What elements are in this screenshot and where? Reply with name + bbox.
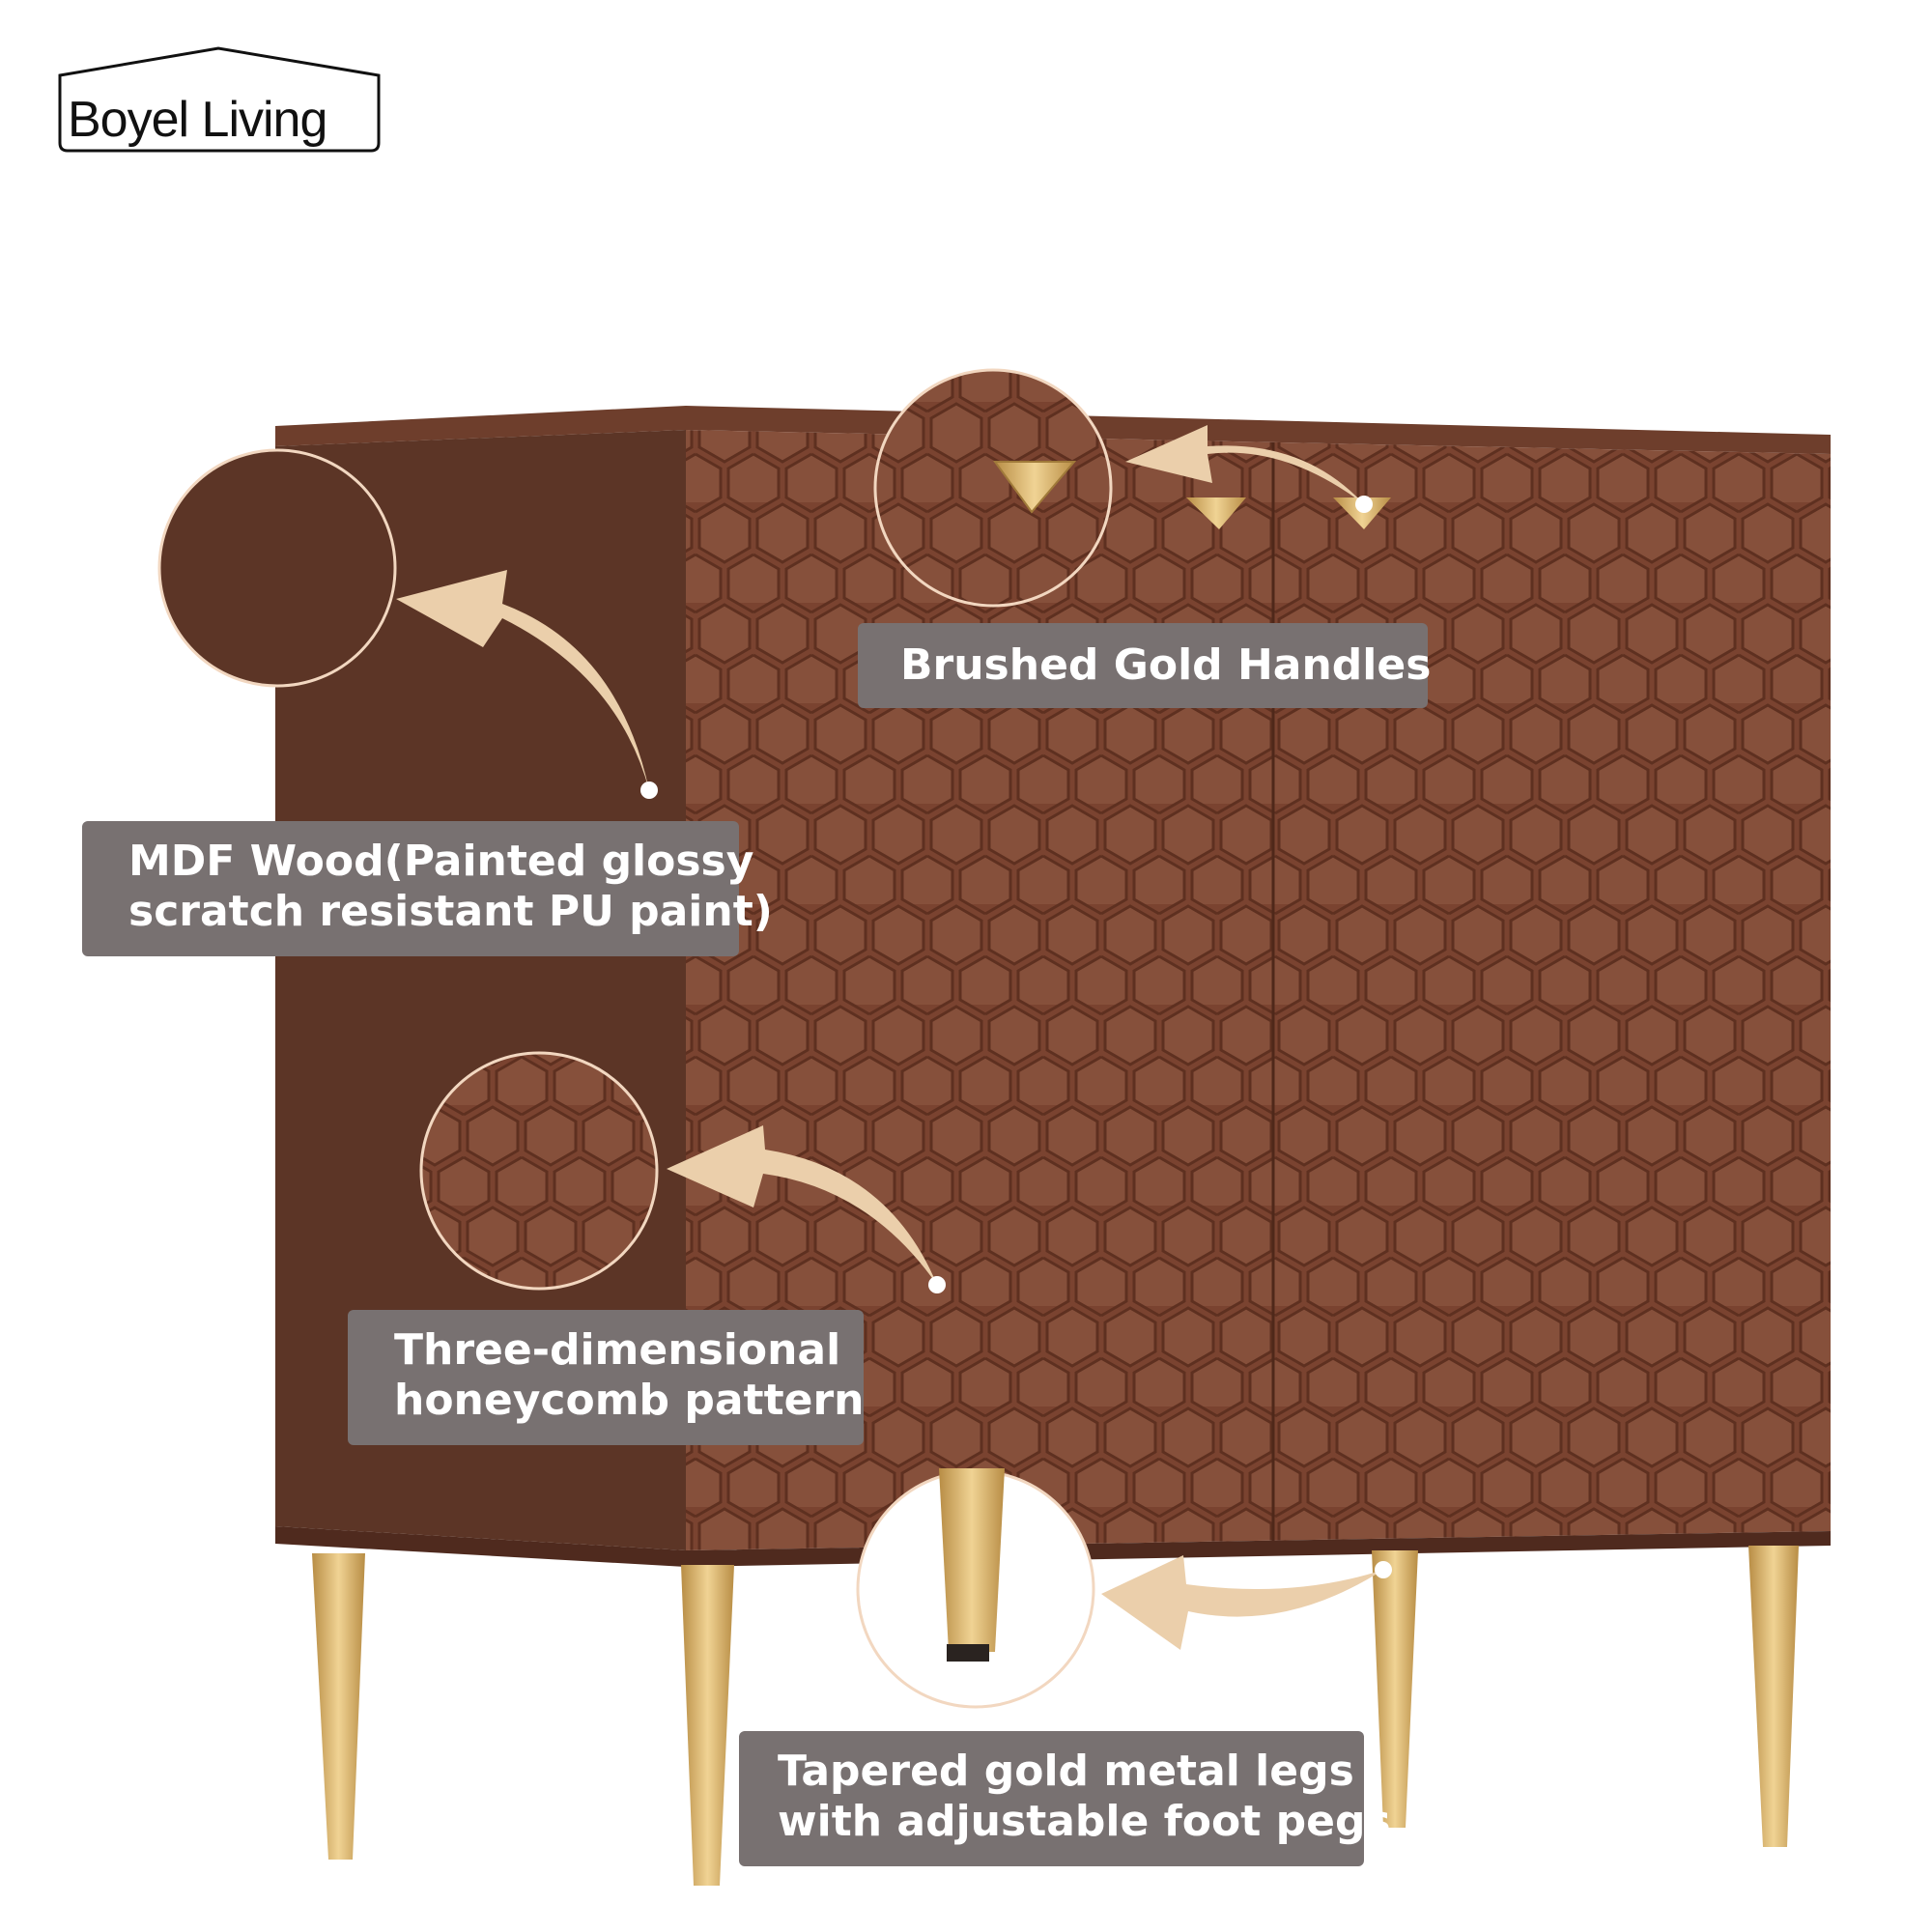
material-zoom: [157, 448, 397, 688]
logo-text: Boyel Living: [68, 92, 327, 148]
material-callout-line2: scratch resistant PU paint): [128, 887, 773, 936]
material-callout: MDF Wood(Painted glossy scratch resistan…: [82, 821, 773, 956]
handle-zoom: [875, 370, 1111, 606]
house-outline-icon: [58, 46, 381, 153]
legs-callout: Tapered gold metal legs with adjustable …: [739, 1731, 1391, 1866]
brand-logo: Boyel Living: [56, 46, 384, 155]
pattern-arrow-icon: [667, 1125, 946, 1293]
leg-back-left: [312, 1553, 365, 1860]
right-handle: [1333, 497, 1391, 529]
legs-arrow-icon: [1101, 1555, 1392, 1650]
leg-front-left: [681, 1565, 734, 1886]
leg-back-right: [1748, 1546, 1799, 1847]
handles-callout-line1: Brushed Gold Handles: [900, 640, 1432, 690]
legs-callout-line1: Tapered gold metal legs: [778, 1747, 1354, 1796]
pattern-callout-line1: Three-dimensional: [394, 1325, 841, 1375]
leg-front-right: [1372, 1550, 1418, 1828]
pattern-callout: Three-dimensional honeycomb pattern: [348, 1310, 865, 1445]
leg-zoom: [856, 1468, 1095, 1709]
pattern-callout-line2: honeycomb pattern: [394, 1376, 865, 1425]
cabinet-front: [686, 430, 1831, 1550]
handles-arrow-icon: [1125, 425, 1373, 513]
material-callout-line1: MDF Wood(Painted glossy: [128, 837, 754, 886]
material-arrow-icon: [396, 570, 658, 799]
left-handle: [1186, 497, 1246, 529]
legs-callout-line2: with adjustable foot pegs: [778, 1797, 1391, 1846]
handles-callout: Brushed Gold Handles: [858, 623, 1432, 708]
honeycomb-zoom: [421, 1053, 657, 1289]
